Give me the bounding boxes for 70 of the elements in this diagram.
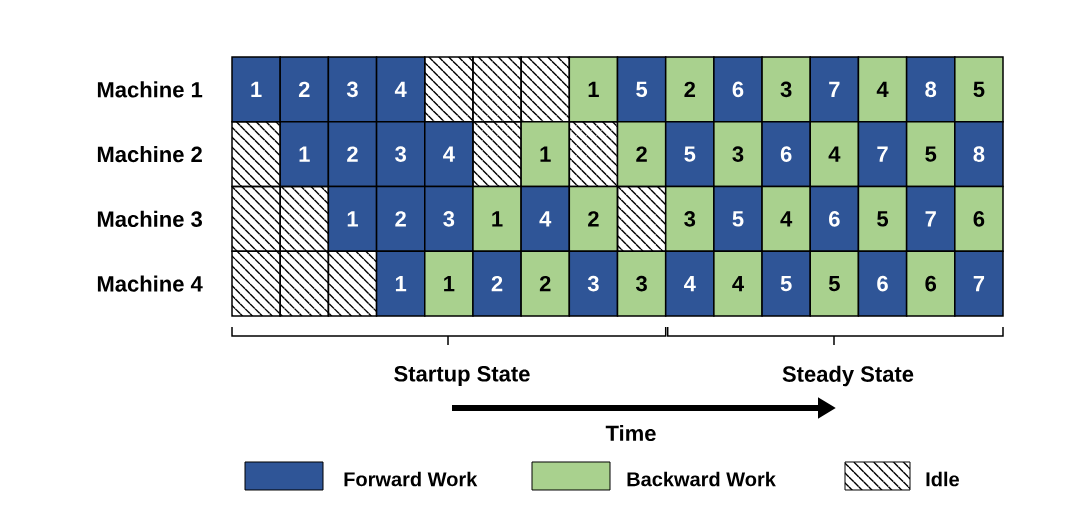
legend-label: Forward Work — [344, 471, 478, 487]
legend-label: Idle — [926, 471, 959, 487]
work-block: 8 — [954, 121, 1004, 188]
work-block: 6 — [809, 185, 860, 252]
work-block: 3 — [327, 56, 378, 123]
work-block: 5 — [713, 185, 763, 252]
work-block: 4 — [857, 56, 908, 123]
idle-block — [279, 185, 330, 252]
work-block: 2 — [664, 56, 715, 123]
work-block: 3 — [375, 121, 426, 188]
work-block: 3 — [761, 56, 811, 123]
work-block: 4 — [375, 56, 426, 123]
work-block: 2 — [375, 185, 426, 252]
work-block: 3 — [713, 121, 763, 188]
work-block: 7 — [857, 121, 908, 188]
work-block: 2 — [616, 121, 667, 188]
work-block: 5 — [809, 250, 860, 317]
idle-block — [231, 121, 281, 188]
work-block: 4 — [424, 121, 474, 188]
work-block: 4 — [761, 185, 811, 252]
work-block: 5 — [664, 121, 715, 188]
work-block: 1 — [231, 56, 281, 123]
idle-block — [231, 250, 281, 317]
legend-label: Backward Work — [627, 471, 776, 487]
work-block: 1 — [472, 185, 522, 252]
row-label: Machine 3 — [97, 210, 202, 227]
work-block: 7 — [954, 250, 1004, 317]
work-block: 6 — [713, 56, 763, 123]
idle-block — [231, 185, 281, 252]
axis-label: Time — [605, 424, 656, 442]
work-block: 2 — [472, 250, 522, 317]
work-block: 2 — [568, 185, 619, 252]
work-block: 1 — [327, 185, 378, 252]
work-block: 1 — [279, 121, 330, 188]
work-block: 5 — [857, 185, 908, 252]
work-block: 3 — [664, 185, 715, 252]
row-label: Machine 4 — [97, 275, 203, 292]
work-block: 5 — [905, 121, 956, 188]
work-block: 2 — [520, 250, 571, 317]
work-block: 1 — [424, 250, 474, 317]
work-block: 5 — [761, 250, 811, 317]
work-block: 6 — [905, 250, 956, 317]
work-block: 4 — [713, 250, 763, 317]
work-block: 4 — [664, 250, 715, 317]
work-block: 7 — [905, 185, 956, 252]
work-block: 5 — [616, 56, 667, 123]
work-block: 7 — [809, 56, 860, 123]
work-block: 6 — [857, 250, 908, 317]
idle-block — [279, 250, 330, 317]
idle-block — [472, 56, 522, 123]
work-block: 3 — [616, 250, 667, 317]
row-label: Machine 2 — [97, 146, 202, 163]
idle-block — [327, 250, 378, 317]
work-block: 2 — [279, 56, 330, 123]
work-block: 4 — [809, 121, 860, 188]
work-block: 5 — [954, 56, 1004, 123]
work-block: 6 — [761, 121, 811, 188]
work-block: 4 — [520, 185, 571, 252]
work-block: 1 — [568, 56, 619, 123]
work-block: 8 — [905, 56, 956, 123]
work-block: 1 — [520, 121, 571, 188]
idle-block — [424, 56, 474, 123]
row-label: Machine 1 — [97, 81, 203, 98]
work-block: 6 — [954, 185, 1004, 252]
phase-label: Startup State — [394, 366, 530, 386]
phase-label: Steady State — [782, 365, 914, 387]
work-block: 3 — [424, 185, 474, 252]
work-block: 3 — [568, 250, 619, 317]
work-block: 1 — [375, 250, 426, 317]
work-block: 2 — [327, 121, 378, 188]
